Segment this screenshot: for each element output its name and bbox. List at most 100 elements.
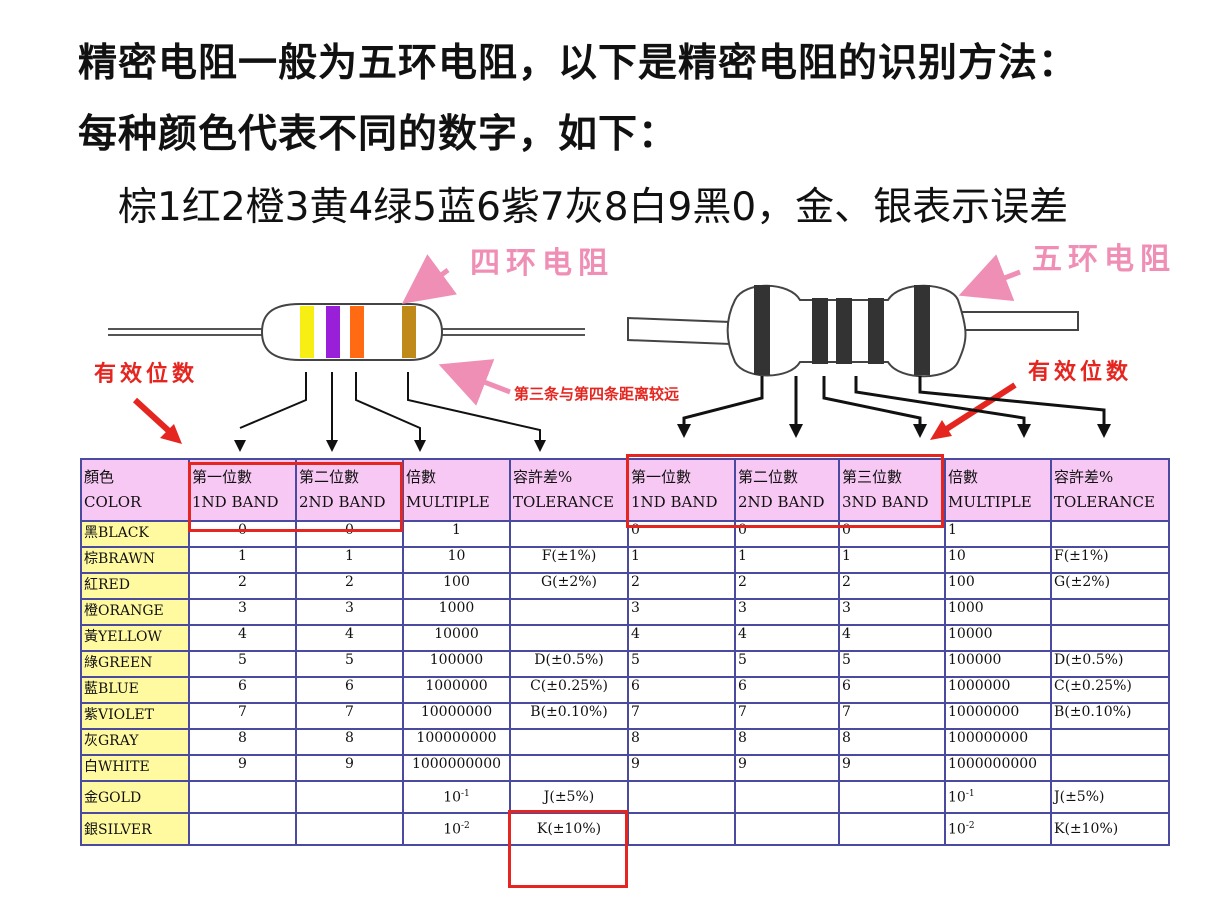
title-line-1: 精密电阻一般为五环电阻，以下是精密电阻的识别方法：	[78, 41, 1079, 86]
four-band-digit-2: 2	[295, 572, 404, 600]
four-band-tolerance: K(±10%)	[509, 812, 629, 846]
five-band-digit-2: 3	[734, 598, 840, 626]
resistor-diagram	[108, 254, 1111, 452]
four-band-multiplier: 10000000	[402, 702, 511, 730]
header-five-band-col-5: 容許差%TOLERANCE	[1050, 458, 1170, 522]
five-band-digit-3: 6	[838, 676, 946, 704]
four-band-digit-1: 8	[188, 728, 297, 756]
four-band-digit-1: 2	[188, 572, 297, 600]
five-band-digit-2	[734, 812, 840, 846]
color-name-cell: 藍BLUE	[80, 676, 190, 704]
multiplier-base: 10	[443, 789, 462, 806]
four-band-resistor	[108, 303, 585, 361]
header-cn: 倍數	[406, 468, 437, 486]
four-band-digit-2	[295, 780, 404, 814]
four-band-digit-1: 4	[188, 624, 297, 652]
header-five-band-col-4: 倍數 MULTIPLE	[944, 458, 1052, 522]
header-color-en: COLOR	[84, 493, 142, 511]
header-four-band-col-4: 容許差%TOLERANCE	[509, 458, 629, 522]
four-band-digit-1: 5	[188, 650, 297, 678]
band-2	[812, 298, 828, 364]
five-band-tolerance: J(±5%)	[1050, 780, 1170, 814]
four-band-digit-2: 8	[295, 728, 404, 756]
five-band-digit-2: 4	[734, 624, 840, 652]
five-band-tolerance: G(±2%)	[1050, 572, 1170, 600]
four-band-multiplier: 1000000	[402, 676, 511, 704]
header-en: 2ND BAND	[299, 493, 386, 511]
band-violet	[326, 306, 340, 358]
header-en: 1ND BAND	[192, 493, 279, 511]
four-band-tolerance: F(±1%)	[509, 546, 629, 574]
five-band-multiplier: 1	[944, 520, 1052, 548]
five-band-tolerance	[1050, 728, 1170, 756]
four-band-digit-2: 6	[295, 676, 404, 704]
four-band-digit-2: 7	[295, 702, 404, 730]
color-name-cell: 棕BRAWN	[80, 546, 190, 574]
five-band-tolerance: F(±1%)	[1050, 546, 1170, 574]
four-band-digit-2: 1	[295, 546, 404, 574]
four-band-tolerance	[509, 624, 629, 652]
five-band-multiplier: 100000	[944, 650, 1052, 678]
five-band-resistor	[627, 284, 1079, 378]
five-band-label: 五环电阻	[1032, 242, 1176, 277]
five-band-digit-1: 7	[627, 702, 736, 730]
four-band-digit-2	[295, 812, 404, 846]
five-band-digit-3	[838, 780, 946, 814]
four-band-multiplier: 1	[402, 520, 511, 548]
band-yellow	[300, 306, 314, 358]
five-band-digit-3: 5	[838, 650, 946, 678]
four-band-digit-2: 0	[295, 520, 404, 548]
four-band-label: 四环电阻	[470, 246, 614, 281]
four-band-multiplier: 1000000000	[402, 754, 511, 782]
band-3	[836, 298, 852, 364]
five-band-digit-3: 2	[838, 572, 946, 600]
header-cn: 倍數	[948, 468, 979, 486]
four-band-multiplier: 10-1	[402, 780, 511, 814]
header-en: MULTIPLE	[948, 493, 1032, 511]
five-band-digit-2: 6	[734, 676, 840, 704]
five-band-digit-2: 8	[734, 728, 840, 756]
color-name-cell: 白WHITE	[80, 754, 190, 782]
four-band-digit-1: 3	[188, 598, 297, 626]
five-band-tolerance: D(±0.5%)	[1050, 650, 1170, 678]
five-band-digit-1: 2	[627, 572, 736, 600]
color-name-cell: 金GOLD	[80, 780, 190, 814]
multiplier-exponent: -1	[965, 788, 975, 799]
four-band-digit-1	[188, 780, 297, 814]
five-band-multiplier: 100000000	[944, 728, 1052, 756]
header-cn: 第二位數	[738, 468, 799, 486]
five-band-multiplier: 1000	[944, 598, 1052, 626]
five-band-digit-2: 9	[734, 754, 840, 782]
four-band-tolerance	[509, 520, 629, 548]
four-band-digit-1	[188, 812, 297, 846]
four-band-digit-2: 5	[295, 650, 404, 678]
five-band-digit-2: 1	[734, 546, 840, 574]
five-band-digit-1	[627, 812, 736, 846]
four-band-digit-1: 9	[188, 754, 297, 782]
four-band-multiplier: 10-2	[402, 812, 511, 846]
five-band-digit-3: 3	[838, 598, 946, 626]
header-cn: 容許差%	[513, 468, 573, 486]
multiplier-exponent: -2	[461, 820, 470, 831]
four-band-digit-1: 6	[188, 676, 297, 704]
five-band-digit-3: 8	[838, 728, 946, 756]
header-en: 1ND BAND	[631, 493, 718, 511]
five-band-digit-1: 9	[627, 754, 736, 782]
color-name-cell: 灰GRAY	[80, 728, 190, 756]
five-band-digit-1: 8	[627, 728, 736, 756]
five-band-tolerance	[1050, 520, 1170, 548]
five-band-tolerance: C(±0.25%)	[1050, 676, 1170, 704]
band-1	[754, 285, 770, 375]
band-connectors-five	[682, 376, 1106, 424]
